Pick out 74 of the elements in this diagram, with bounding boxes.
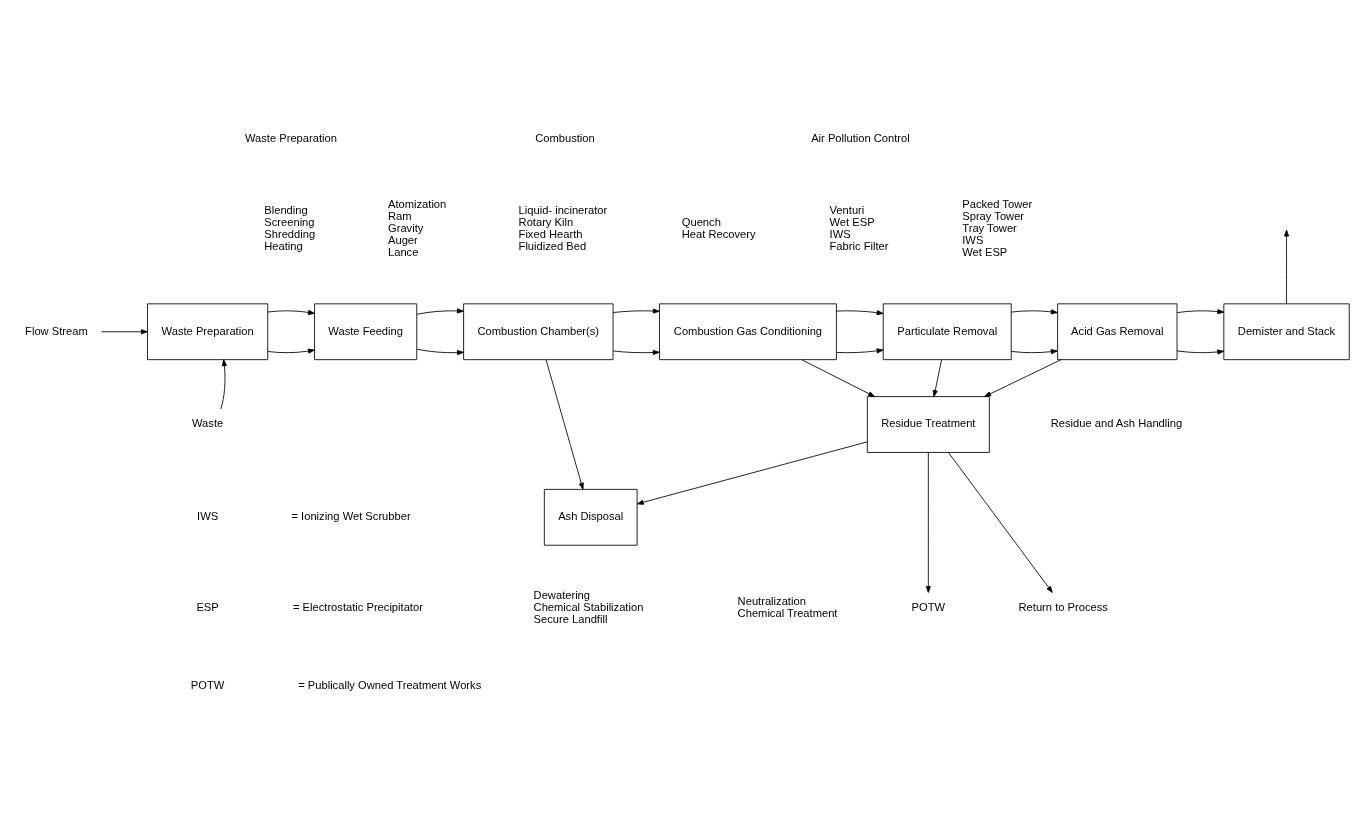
node-label: IWS bbox=[962, 233, 984, 246]
node-label: Heating bbox=[264, 239, 303, 252]
node-label: Packed Tower bbox=[962, 197, 1033, 210]
node-label: Wet ESP bbox=[829, 215, 875, 228]
node-label: Fixed Hearth bbox=[518, 227, 583, 240]
label: Air Pollution Control bbox=[811, 131, 910, 144]
node-box: Residue Treatment bbox=[866, 395, 990, 453]
arrow bbox=[984, 358, 1062, 397]
node-box: Ash Disposal bbox=[543, 488, 638, 546]
label: IWS bbox=[197, 509, 219, 522]
arrow bbox=[948, 451, 1053, 593]
arrow bbox=[267, 309, 315, 315]
node-label: Neutralization bbox=[737, 594, 806, 607]
label: Residue and Ash Handling bbox=[1050, 416, 1183, 429]
node-label: Fluidized Bed bbox=[518, 239, 587, 252]
arrow bbox=[416, 348, 464, 355]
arrow bbox=[836, 347, 884, 353]
node-label: Atomization bbox=[388, 197, 447, 210]
node-label: IWS bbox=[829, 227, 851, 240]
node-label: Dewatering bbox=[533, 588, 591, 601]
arrow bbox=[1284, 229, 1290, 304]
node-label: Rotary Kiln bbox=[518, 215, 574, 228]
node-label: Wet ESP bbox=[962, 245, 1008, 258]
arrow bbox=[801, 358, 875, 397]
node-box: Waste Preparation bbox=[147, 302, 269, 360]
node-box: Combustion Gas Conditioning bbox=[659, 302, 837, 360]
node-label: Shredding bbox=[264, 227, 316, 240]
node-label: Screening bbox=[264, 215, 315, 228]
label: ESP bbox=[196, 600, 219, 613]
label: = Electrostatic Precipitator bbox=[292, 600, 423, 613]
node-text: Flow Stream bbox=[25, 324, 88, 337]
arrow bbox=[1010, 348, 1058, 354]
arrow bbox=[1176, 308, 1225, 314]
node-label: Secure Landfill bbox=[533, 612, 608, 625]
arrow bbox=[636, 440, 868, 505]
arrow bbox=[220, 358, 227, 409]
node-label: Ram bbox=[388, 209, 412, 222]
label: POTW bbox=[190, 678, 225, 691]
node-label: Fabric Filter bbox=[829, 239, 889, 252]
arrow bbox=[267, 348, 315, 354]
arrow bbox=[1010, 308, 1058, 314]
node-label: Heat Recovery bbox=[681, 227, 756, 240]
arrow bbox=[925, 451, 931, 593]
node-text: POTW bbox=[911, 600, 946, 613]
node-label: Tray Tower bbox=[962, 221, 1017, 234]
node-box: Acid Gas Removal bbox=[1057, 302, 1178, 360]
label: Combustion bbox=[535, 131, 595, 144]
arrow bbox=[836, 309, 884, 315]
arrow bbox=[612, 349, 660, 355]
node-box: Demister and Stack bbox=[1223, 302, 1350, 360]
node-label: Spray Tower bbox=[962, 209, 1025, 222]
arrow bbox=[545, 358, 584, 490]
label: = Ionizing Wet Scrubber bbox=[291, 509, 411, 522]
arrow bbox=[612, 308, 660, 314]
node-text: Return to Process bbox=[1018, 600, 1108, 613]
node-label: Liquid- incinerator bbox=[518, 203, 608, 216]
node-text: Waste bbox=[192, 416, 224, 429]
label: = Publically Owned Treatment Works bbox=[298, 678, 482, 691]
arrow bbox=[1176, 348, 1225, 354]
node-label: Quench bbox=[681, 215, 721, 228]
node-label: Lance bbox=[388, 245, 419, 258]
node-box: Waste Feeding bbox=[314, 302, 418, 360]
node-label: Gravity bbox=[388, 221, 424, 234]
node-label: Auger bbox=[388, 233, 418, 246]
node-box: Particulate Removal bbox=[882, 302, 1012, 360]
node-label: Blending bbox=[264, 203, 308, 216]
arrow bbox=[416, 307, 464, 315]
node-label: Venturi bbox=[829, 203, 865, 216]
node-label: Chemical Treatment bbox=[737, 606, 838, 619]
arrow bbox=[100, 328, 148, 334]
arrow bbox=[932, 358, 943, 397]
label: Waste Preparation bbox=[244, 131, 337, 144]
node-label: Chemical Stabilization bbox=[533, 600, 644, 613]
node-box: Combustion Chamber(s) bbox=[463, 302, 614, 360]
